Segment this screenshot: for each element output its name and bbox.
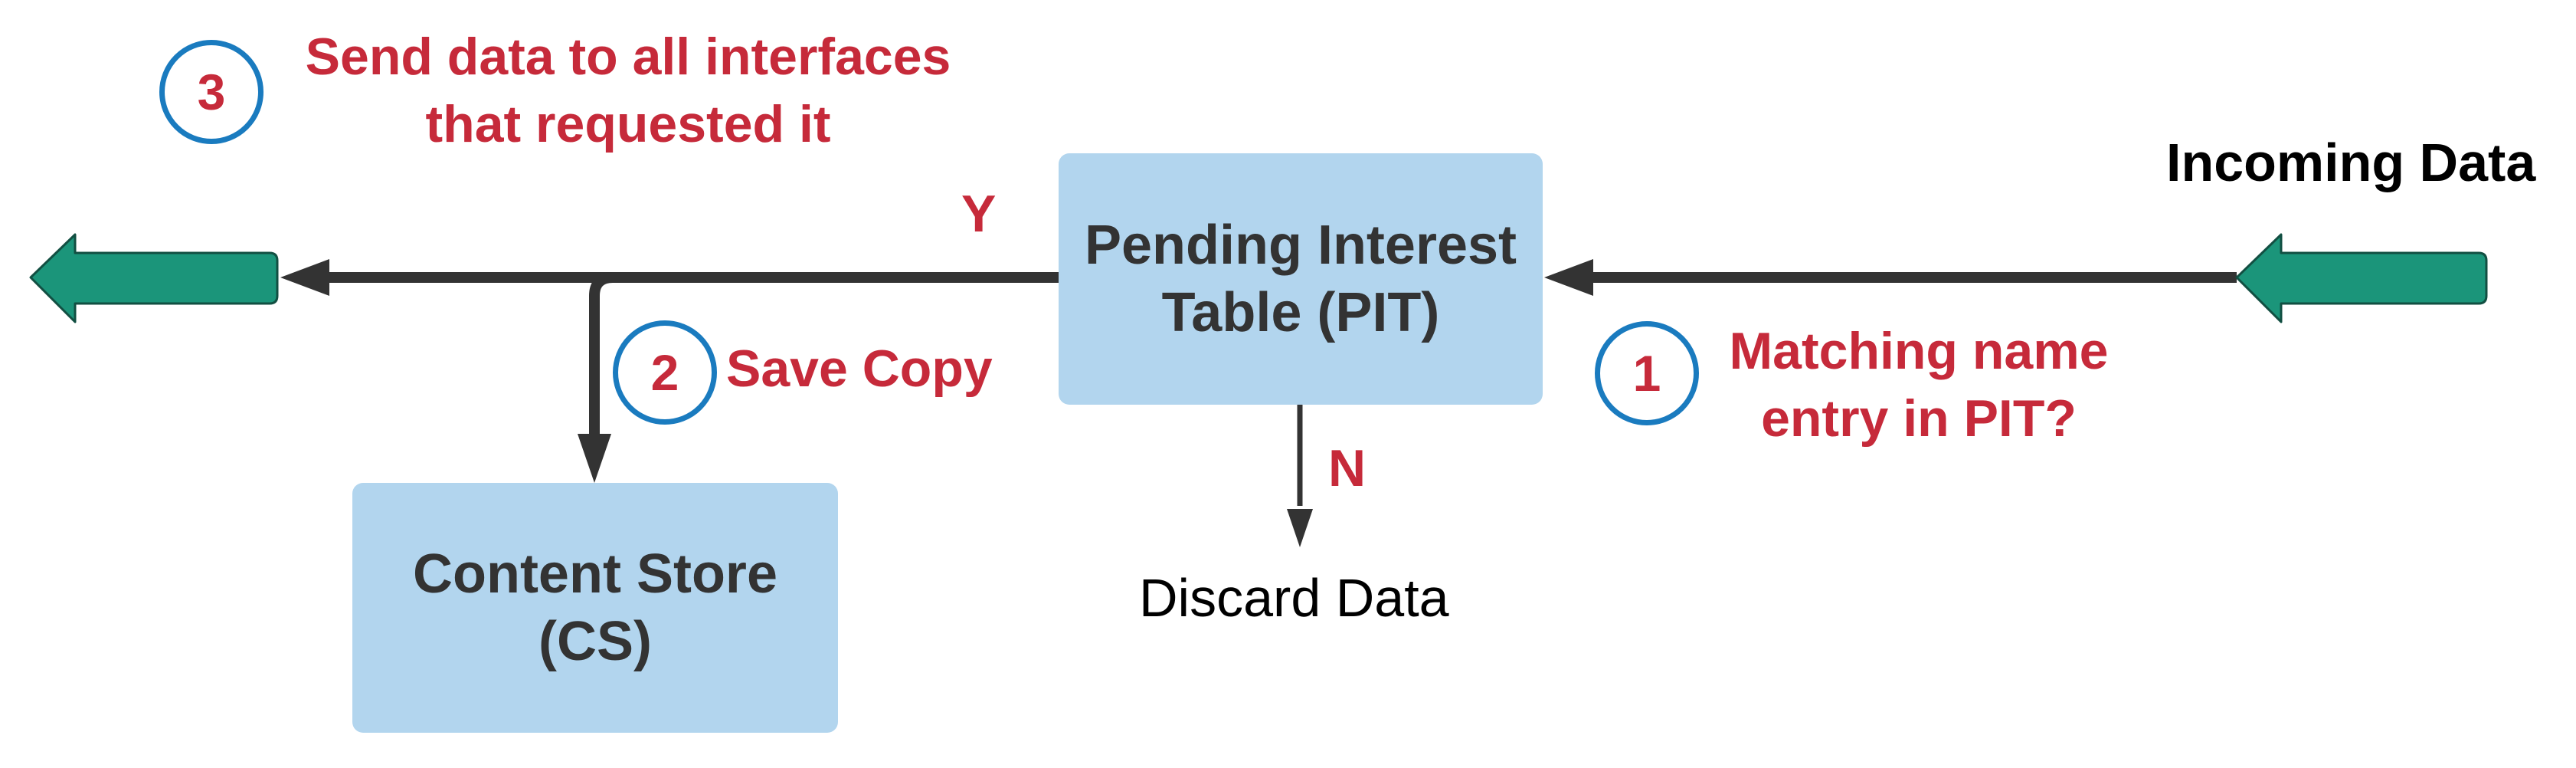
incoming-data-label: Incoming Data [2166, 133, 2536, 192]
outgoing-arrowhead [280, 259, 329, 296]
step-2-number: 2 [650, 344, 679, 401]
incoming-block-arrow-icon [2235, 233, 2488, 323]
discard-data-label: Discard Data [1139, 568, 1449, 628]
pit-box-line2: Table (PIT) [1161, 282, 1440, 343]
step-1-circle: 1 [1595, 321, 1699, 425]
step-1-line1: Matching name [1729, 322, 2109, 380]
discard-arrowhead [1287, 509, 1313, 547]
step-3-text: Send data to all interfaces that request… [268, 23, 988, 158]
step-2-text: Save Copy [726, 340, 993, 398]
yes-label: Y [961, 185, 997, 243]
step-3-number: 3 [197, 64, 226, 120]
step-3-line2: that requested it [425, 95, 831, 153]
pit-box: Pending Interest Table (PIT) [1059, 153, 1543, 405]
cs-box-line1: Content Store [413, 543, 777, 605]
cs-box-line2: (CS) [538, 611, 652, 672]
step-3-line1: Send data to all interfaces [305, 28, 951, 86]
step-1-number: 1 [1632, 345, 1661, 402]
step-1-text: Matching name entry in PIT? [1700, 317, 2137, 452]
no-label: N [1328, 439, 1367, 497]
incoming-arrowhead [1544, 259, 1593, 296]
step-2-circle: 2 [613, 320, 717, 425]
step-3-circle: 3 [159, 40, 263, 144]
outgoing-block-arrow-icon [29, 233, 279, 323]
pit-box-line1: Pending Interest [1084, 215, 1517, 276]
save-copy-arrowhead [578, 434, 611, 483]
save-copy-branch-line [589, 272, 614, 445]
content-store-box: Content Store (CS) [352, 483, 838, 733]
step-1-line2: entry in PIT? [1761, 389, 2077, 448]
